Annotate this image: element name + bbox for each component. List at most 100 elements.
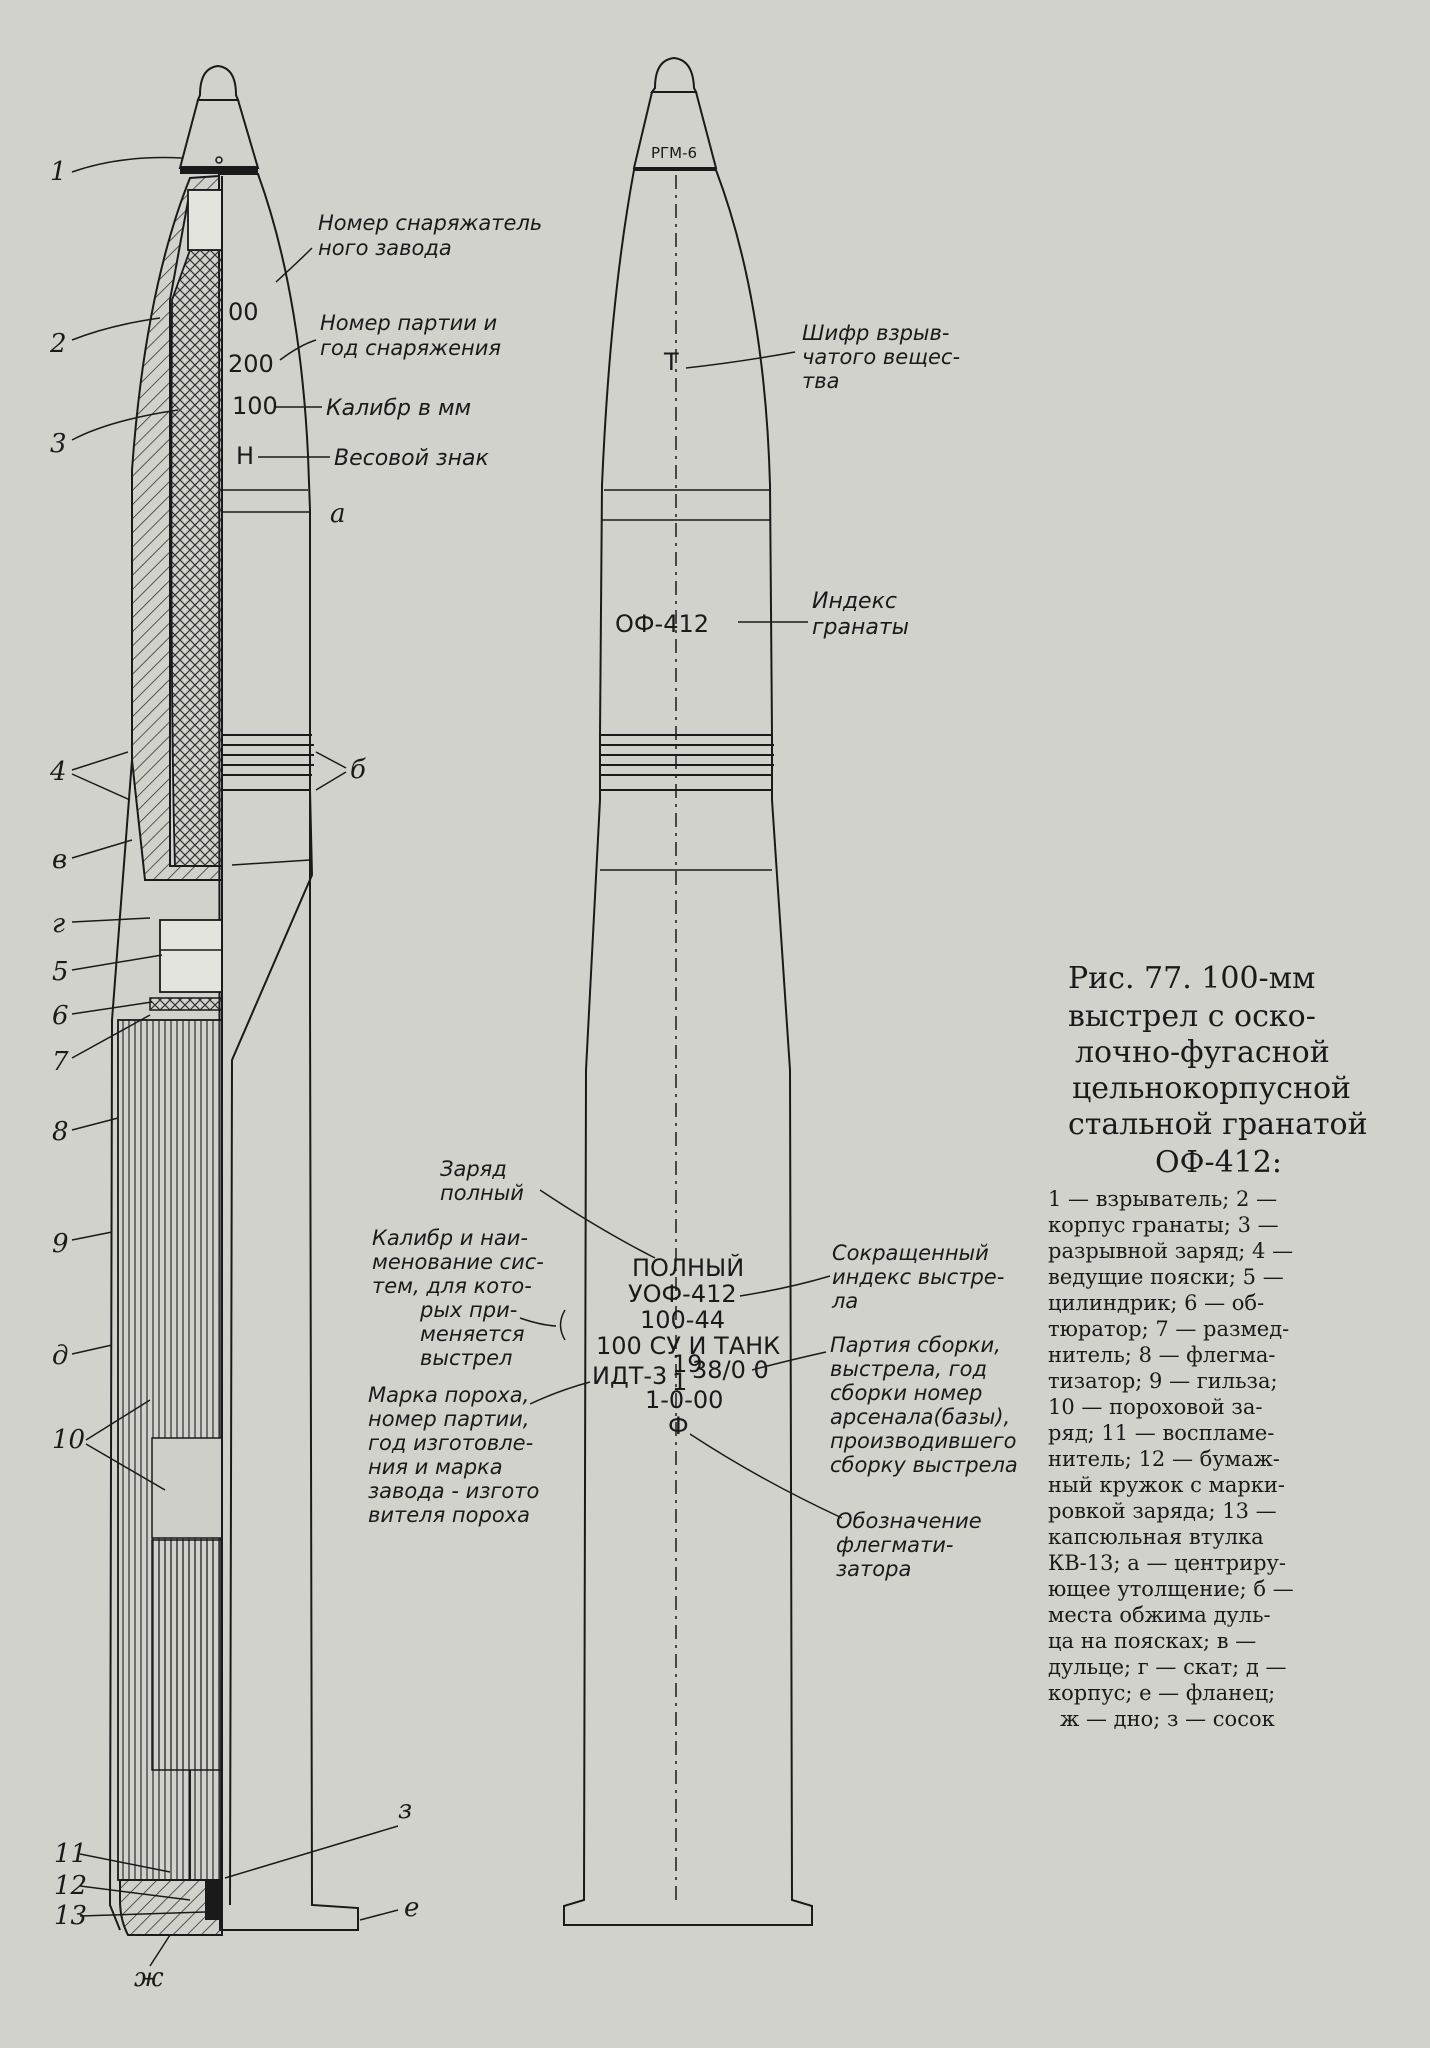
note-cipher-1: Шифр взрыв- (802, 321, 949, 345)
legend-line-12: ный кружок с марки- (1048, 1473, 1285, 1497)
case-bracket (559, 1309, 566, 1341)
right-case-marking: ПОЛНЫЙ УОФ-412 100-44 100 СУ И ТАНК ИДТ-… (592, 1253, 780, 1440)
left-case-wall (108, 759, 133, 1931)
label-e: е (404, 1893, 419, 1923)
left-bursting-charge (170, 249, 223, 867)
label-b: б (350, 755, 366, 785)
right-body-outline (563, 169, 813, 1926)
note-powder-2: номер партии, (368, 1407, 529, 1431)
note-system-4: рых при- (419, 1298, 517, 1322)
note-powder-1: Марка пороха, (368, 1383, 529, 1407)
label-8: 8 (52, 1117, 69, 1147)
label-6: 6 (52, 1001, 69, 1031)
note-index-2: гранаты (812, 615, 909, 640)
left-mark-100: 100 (232, 392, 278, 420)
legend-line-17: места обжима дуль- (1048, 1603, 1271, 1627)
legend-line-19: дульце; г — скат; д — (1048, 1655, 1286, 1679)
legend-line-6: тюратор; 7 — размед- (1048, 1317, 1289, 1341)
legend-line-18: ца на поясках; в — (1048, 1629, 1256, 1653)
note-assembly-3: сборки номер (830, 1381, 982, 1405)
legend-line-21: ж — дно; з — сосок (1060, 1707, 1275, 1731)
note-system-6: выстрел (420, 1346, 512, 1370)
label-1: 1 (50, 157, 67, 187)
note-index-1: Индекс (812, 589, 897, 614)
right-fuze-mark: РГМ-6 (651, 144, 697, 162)
left-powder-lower (151, 1539, 223, 1771)
left-case-edge (231, 859, 311, 866)
label-d: д (52, 1341, 68, 1371)
label-7: 7 (52, 1047, 69, 1077)
legend-line-14: капсюльная втулка (1048, 1525, 1264, 1549)
case-powder-sup: 19 (672, 1350, 703, 1378)
legend-line-2: корпус гранаты; 3 — (1048, 1213, 1279, 1237)
note-caliber: Калибр в мм (326, 396, 471, 421)
figure-caption: Рис. 77. 100-мм выстрел с оско- лочно-фу… (1048, 961, 1368, 1731)
note-assembly-5: производившего (830, 1429, 1017, 1453)
left-number-labels: 1 2 3 4 в г 5 6 7 8 9 д 10 11 (49, 156, 419, 1993)
note-assembly-1: Партия сборки, (830, 1333, 1001, 1357)
caption-title-4: цельнокорпусной (1072, 1071, 1351, 1106)
left-mark-weight: Н (236, 442, 254, 470)
note-phleg-3: затора (836, 1557, 911, 1581)
case-line-4: 100 СУ И ТАНК (596, 1332, 780, 1360)
note-phleg-1: Обозначение (836, 1509, 982, 1533)
legend-line-9: 10 — пороховой за- (1048, 1395, 1263, 1419)
label-5: 5 (52, 957, 69, 987)
case-line-3: 100-44 (640, 1306, 725, 1334)
left-obturator (149, 997, 223, 1011)
legend-line-11: нитель; 12 — бумаж- (1048, 1447, 1280, 1471)
right-explosive-code: Т (663, 348, 679, 376)
right-fuze-tip (650, 56, 698, 93)
left-shell-figure: 00 200 100 Н Номер снаряжатель ного заво… (49, 64, 542, 1993)
note-cipher-2: чатого вещес- (802, 345, 960, 369)
label-zh: ж (134, 1963, 164, 1993)
case-line-2: УОФ-412 (628, 1280, 737, 1308)
right-shell-figure: РГМ-6 Т ОФ-412 ПОЛНЫЙ УОФ-412 100-44 100… (368, 56, 1018, 1926)
note-cipher-3: тва (802, 369, 839, 393)
legend-line-10: ряд; 11 — воспламе- (1048, 1421, 1274, 1445)
label-3: 3 (50, 429, 67, 459)
left-mark-200: 200 (228, 350, 274, 378)
note-assembly-2: выстрела, год (830, 1357, 987, 1381)
case-line-5: ИДТ-3 (592, 1362, 667, 1390)
label-10: 10 (52, 1425, 85, 1455)
left-cylinder (159, 919, 223, 993)
note-assembly-6: сборку выстрела (830, 1453, 1018, 1477)
note-charge-2: полный (440, 1181, 524, 1205)
label-v: в (52, 845, 67, 875)
label-z: з (398, 1795, 412, 1825)
legend-line-16: ющее утолщение; б — (1048, 1577, 1294, 1601)
note-short-2: индекс выстре- (832, 1265, 1004, 1289)
note-lot-1: Номер партии и (320, 311, 497, 335)
case-line-1: ПОЛНЫЙ (632, 1253, 744, 1282)
left-primer (205, 1880, 222, 1920)
label-a: а (330, 499, 346, 529)
note-powder-5: завода - изгото (368, 1479, 539, 1503)
left-mark-00: 00 (228, 298, 259, 326)
label-g: г (52, 909, 65, 939)
legend-line-13: ровкой заряда; 13 — (1048, 1499, 1277, 1523)
legend-line-7: нитель; 8 — флегма- (1048, 1343, 1275, 1367)
right-fuze (632, 91, 718, 169)
note-charge-1: Заряд (440, 1157, 507, 1181)
left-case-shoulder (229, 789, 314, 1906)
note-lot-2: год снаряжения (320, 336, 501, 360)
caption-title-2: выстрел с оско- (1068, 999, 1316, 1034)
legend-line-4: ведущие пояски; 5 — (1048, 1265, 1284, 1289)
label-9: 9 (52, 1229, 69, 1259)
note-factory-1: Номер снаряжатель (318, 211, 542, 235)
legend-line-20: корпус; е — фланец; (1048, 1681, 1275, 1705)
left-notes: Номер снаряжатель ного завода Номер парт… (258, 211, 542, 471)
left-fuze-band (180, 166, 258, 174)
label-4: 4 (49, 757, 67, 787)
note-powder-6: вителя пороха (368, 1503, 530, 1527)
note-system-1: Калибр и наи- (372, 1226, 528, 1250)
case-line-6: 1-0-00 (645, 1386, 723, 1414)
note-short-3: ла (831, 1289, 858, 1313)
note-phleg-2: флегмати- (836, 1533, 954, 1557)
legend-line-5: цилиндрик; 6 — об- (1048, 1291, 1264, 1315)
case-powder-tail: 38/0 0 (692, 1356, 769, 1384)
left-fuze (178, 99, 260, 169)
legend-line-15: КВ-13; а — центриру- (1048, 1551, 1286, 1575)
left-fuze-dot (215, 156, 223, 164)
